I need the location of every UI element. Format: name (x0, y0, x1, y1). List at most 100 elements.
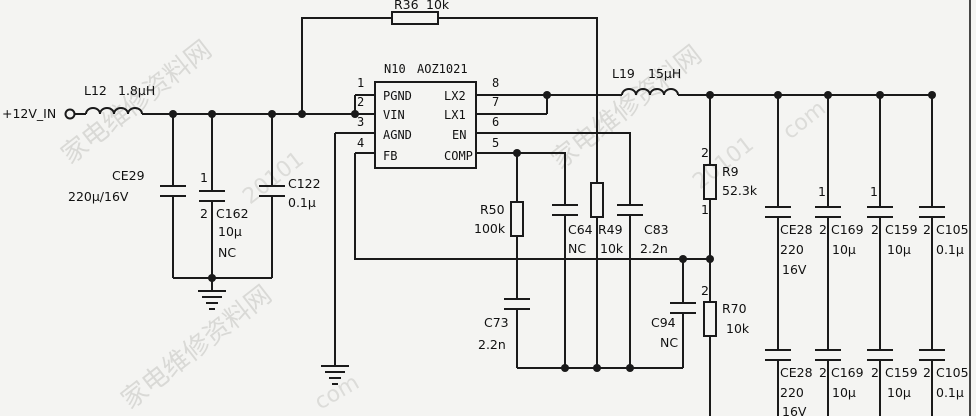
watermark-text: 家电维修资料网 (546, 40, 708, 176)
pin-mark: 2 (819, 222, 827, 237)
c73-ref: C73 (484, 315, 509, 330)
capacitor-c105-second-symbol (919, 349, 945, 416)
ic-left-pin-wires (335, 94, 375, 154)
c105-value: 0.1μ (936, 242, 964, 257)
c105-value: 0.1μ (936, 385, 964, 400)
ic-n10-body (374, 81, 477, 169)
ic-designator: N10 (384, 62, 406, 76)
ic-pin-name: LX2 (444, 89, 466, 103)
wire (301, 17, 392, 114)
ic-pin-number: 5 (492, 136, 499, 150)
c122-value: 0.1μ (288, 195, 316, 210)
ic-part-number: AOZ1021 (417, 62, 468, 76)
pin-mark: 2 (701, 283, 709, 298)
r50-ref: R50 (480, 202, 505, 217)
resistor-r70-symbol (703, 301, 717, 337)
c162-value: 10μ (218, 224, 242, 239)
capacitor-ce29-symbol (160, 114, 186, 278)
resistor-r50-symbol (510, 201, 524, 237)
capacitor-ce28-symbol (765, 95, 791, 350)
pin-mark: 2 (819, 365, 827, 380)
c83-ref: C83 (644, 222, 669, 237)
wire (438, 17, 598, 368)
c105-ref: C105 (936, 222, 969, 237)
pin-mark: 2 (701, 145, 709, 160)
pin-mark: 1 (701, 202, 709, 217)
c169-ref: C169 (831, 365, 864, 380)
inductor-l19-symbol (621, 88, 679, 96)
pin-mark: 2 (923, 365, 931, 380)
resistor-r49-symbol (590, 182, 604, 218)
pin-mark: 1 (870, 184, 878, 199)
ic-pin-name: VIN (383, 108, 405, 122)
input-net-label: +12V_IN (2, 106, 56, 121)
watermark-text: com (778, 96, 830, 145)
en-wire (476, 132, 631, 205)
c94-value: NC (660, 335, 678, 350)
capacitor-c162-symbol (199, 114, 225, 278)
capacitor-c169-symbol (815, 95, 841, 350)
l19-value: 15μH (648, 66, 681, 81)
junction-dot (626, 364, 634, 372)
ic-pin-number: 8 (492, 76, 499, 90)
c169-value: 10μ (832, 242, 856, 257)
ic-pin-name: PGND (383, 89, 412, 103)
ce29-value: 220μ/16V (68, 189, 129, 204)
ic-pin-name: EN (452, 128, 466, 142)
ic-pin-number: 2 (357, 95, 364, 109)
ground-icon (321, 365, 349, 385)
c64-ref: C64 (568, 222, 593, 237)
pin-mark: 2 (923, 222, 931, 237)
ic-pin-name: LX1 (444, 108, 466, 122)
c159-ref: C159 (885, 222, 918, 237)
pin-mark: 2 (200, 206, 208, 221)
c83-value: 2.2n (640, 241, 668, 256)
capacitor-c64-symbol (552, 204, 578, 368)
fb-wire (354, 153, 710, 260)
ce28-ref: CE28 (780, 222, 813, 237)
r9-ref: R9 (722, 164, 739, 179)
l19-ref: L19 (612, 66, 635, 81)
c169-ref: C169 (831, 222, 864, 237)
resistor-r36-symbol (391, 11, 439, 25)
junction-dot (208, 274, 216, 282)
c122-ref: C122 (288, 176, 321, 191)
ic-pin-name: COMP (444, 149, 473, 163)
ic-pin-number: 6 (492, 115, 499, 129)
capacitor-c159-second-symbol (867, 349, 893, 416)
junction-dot (706, 255, 714, 263)
ce28-rating: 16V (782, 262, 807, 277)
junction-dot (561, 364, 569, 372)
capacitor-c122-symbol (259, 114, 285, 278)
c162-ref: C162 (216, 206, 249, 221)
l12-value: 1.8μH (118, 83, 155, 98)
capacitor-c83-symbol (617, 204, 643, 368)
ce28-ref: CE28 (780, 365, 813, 380)
watermark-text: 家电维修资料网 (116, 280, 278, 416)
ic-pin-number: 3 (357, 115, 364, 129)
c162-note: NC (218, 245, 236, 260)
ic-pin-name: FB (383, 149, 397, 163)
capacitor-c73-symbol (504, 236, 530, 368)
c73-value: 2.2n (478, 337, 506, 352)
r36-ref: R36 (394, 0, 419, 12)
lx-pin-wires (476, 94, 548, 115)
ce28-value: 220 (780, 242, 804, 257)
c159-value: 10μ (887, 242, 911, 257)
capacitor-c105-symbol (919, 95, 945, 350)
c64-value: NC (568, 241, 586, 256)
comp-wire (476, 152, 566, 205)
junction-dot (351, 110, 359, 118)
c105-ref: C105 (936, 365, 969, 380)
inductor-l12-symbol (85, 107, 143, 115)
r70-value: 10k (726, 321, 750, 336)
c169-value: 10μ (832, 385, 856, 400)
junction-dot (593, 364, 601, 372)
l12-ref: L12 (84, 83, 107, 98)
ce28-rating: 16V (782, 404, 807, 416)
r49-ref: R49 (598, 222, 623, 237)
r9-value: 52.3k (722, 183, 758, 198)
r70-ref: R70 (722, 301, 747, 316)
